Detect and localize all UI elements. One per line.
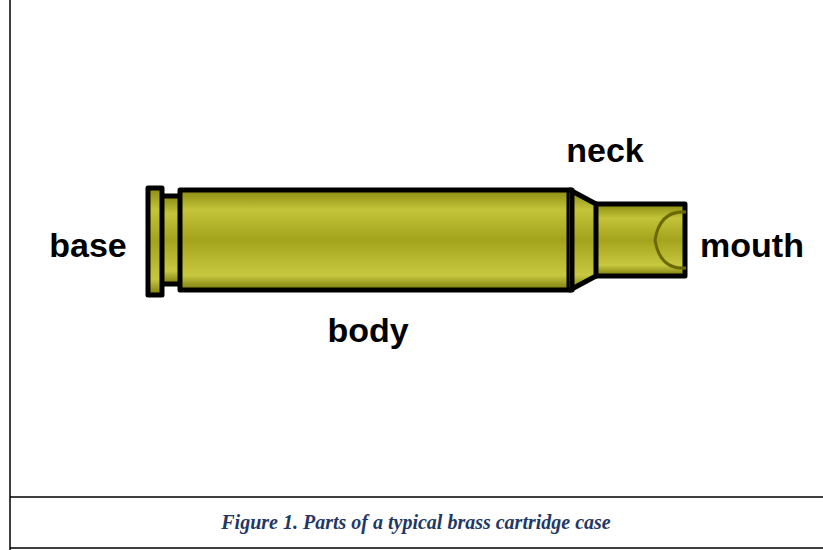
frame xyxy=(10,0,823,550)
case-base xyxy=(148,188,162,295)
part-label: neck xyxy=(566,133,644,167)
part-label: base xyxy=(49,228,127,262)
part-label: body xyxy=(327,313,408,347)
figure-caption: Figure 1. Parts of a typical brass cartr… xyxy=(221,512,610,532)
case-body xyxy=(180,190,572,290)
cartridge-case xyxy=(148,188,686,295)
case-neck xyxy=(592,204,685,276)
part-label: mouth xyxy=(700,228,804,262)
case-mouth xyxy=(655,212,686,268)
